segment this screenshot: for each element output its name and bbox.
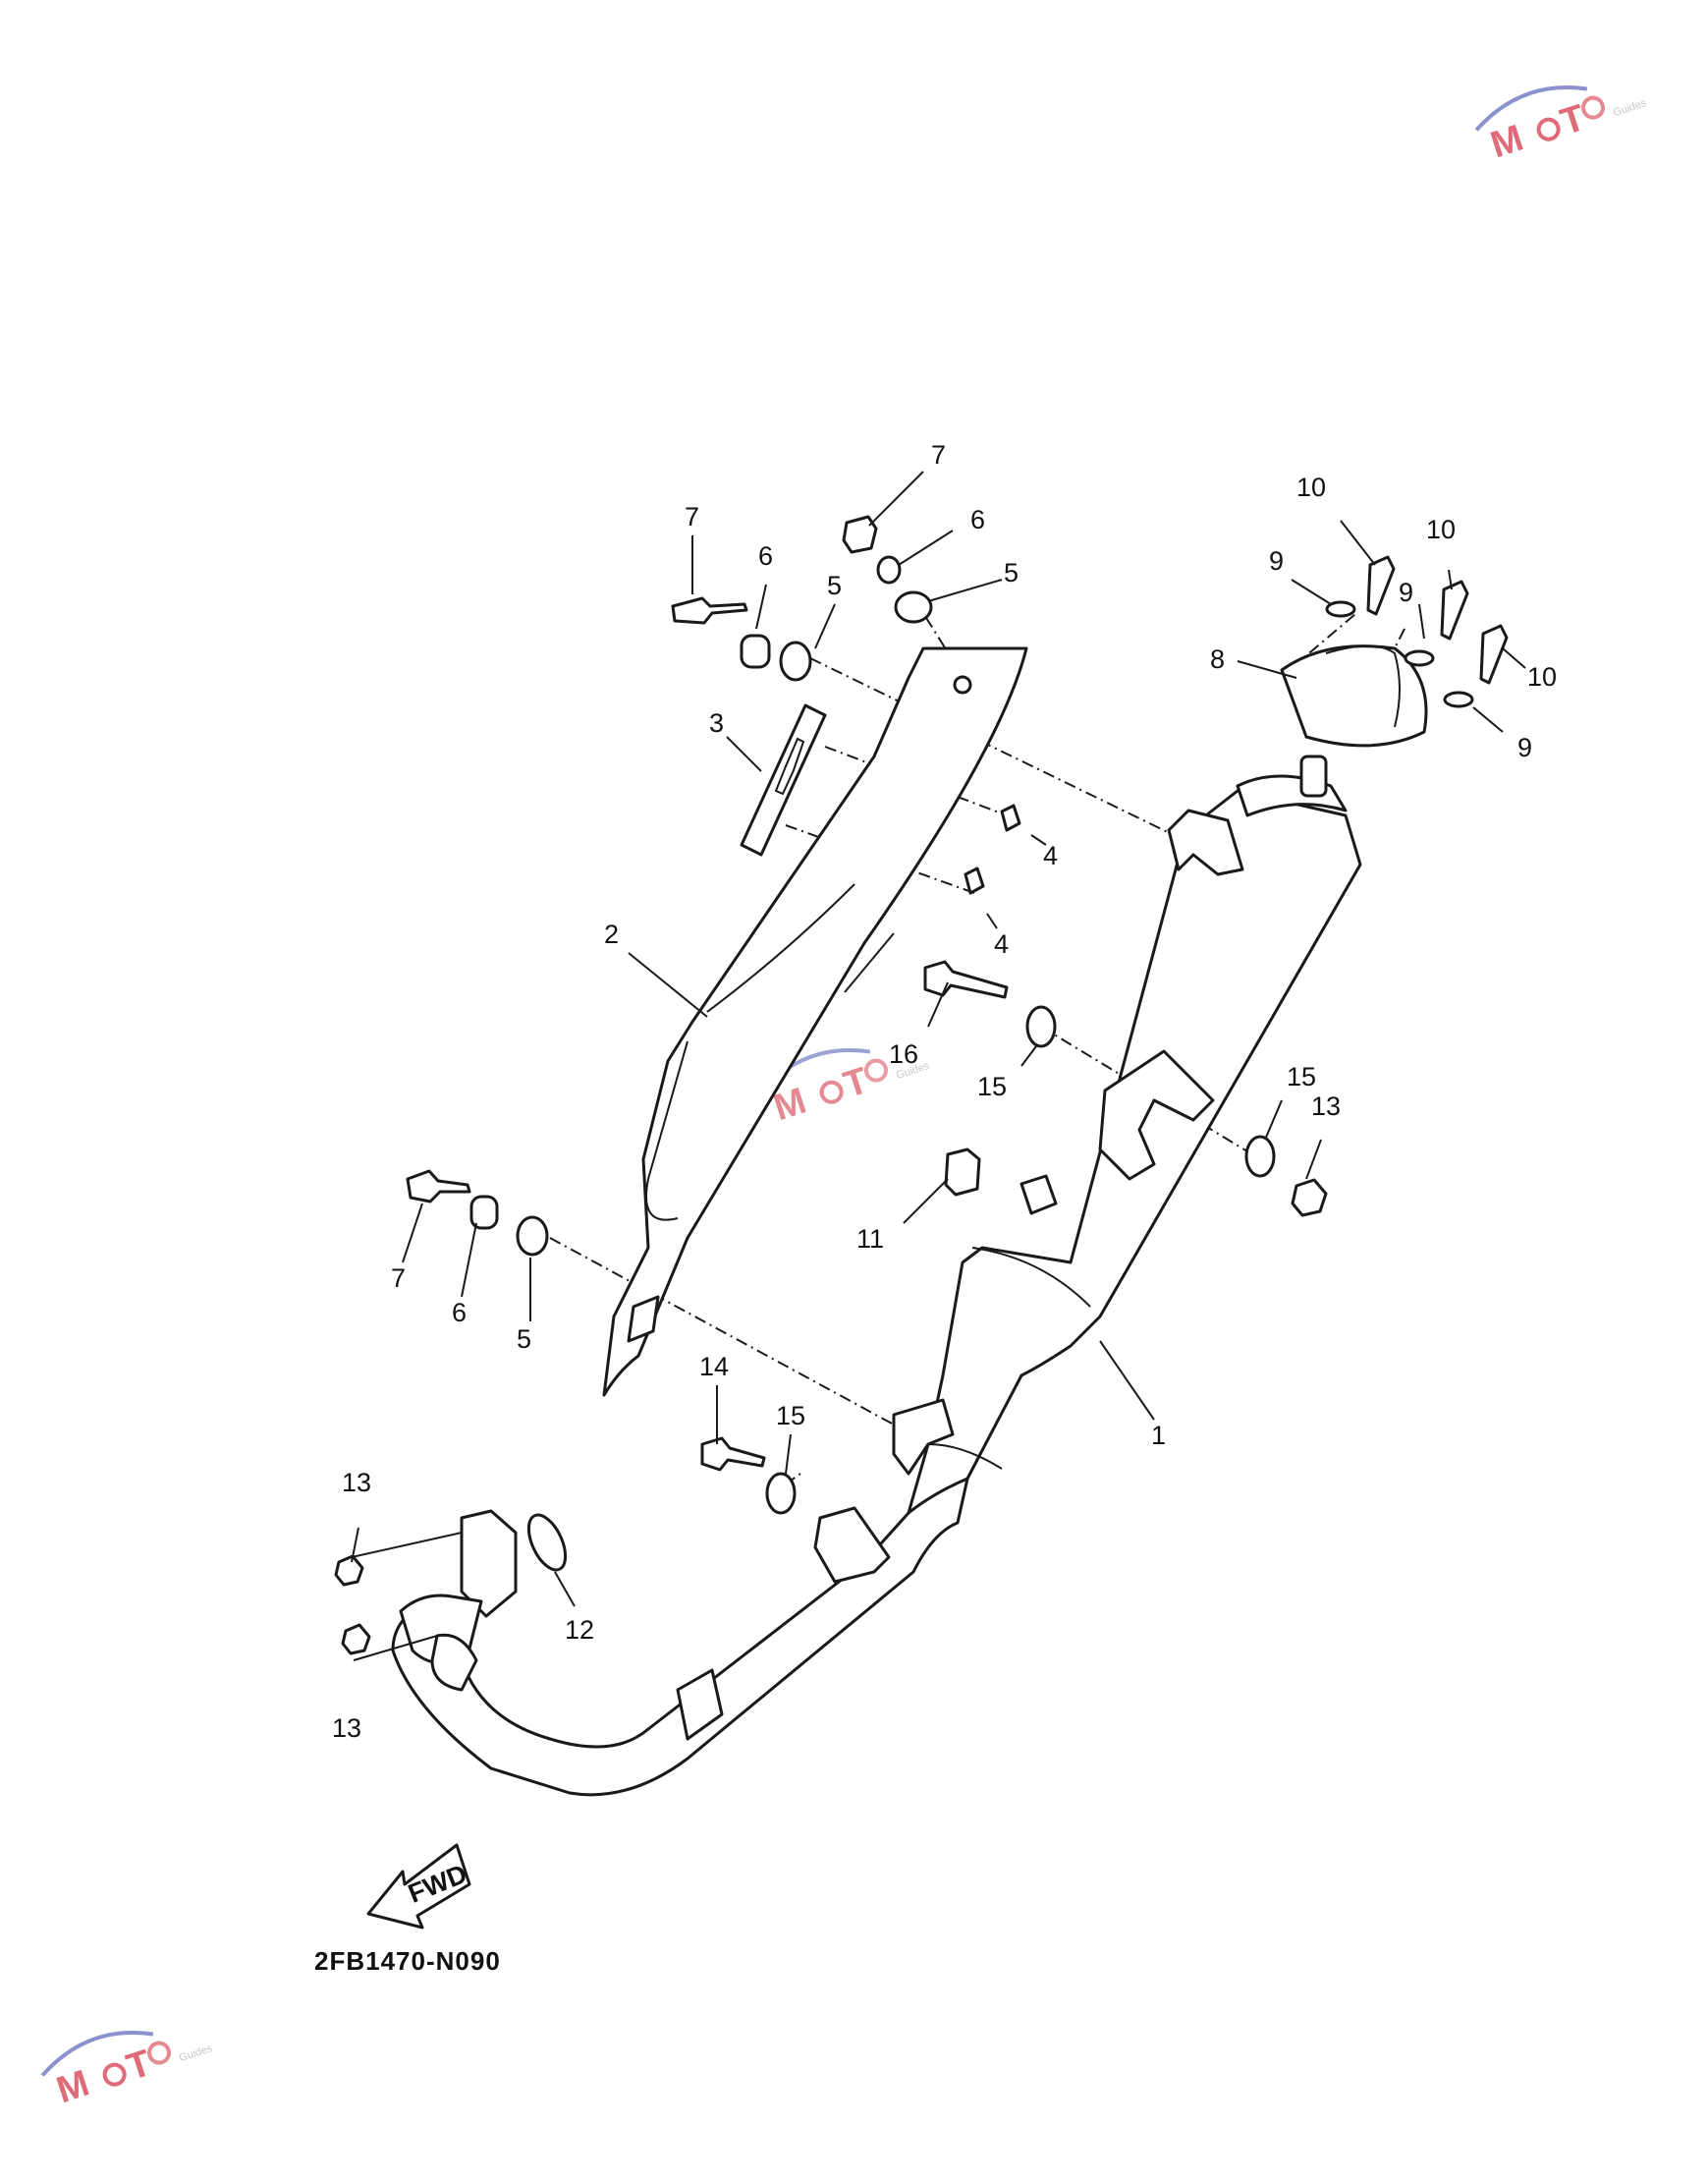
callout-6: 6 — [970, 505, 985, 534]
callout-13: 13 — [342, 1468, 371, 1497]
callout-5: 5 — [517, 1324, 531, 1354]
callout-11: 11 — [856, 1224, 884, 1254]
callout-16: 16 — [889, 1039, 918, 1069]
watermark-top-right: M T Guides — [1474, 84, 1648, 167]
svg-text:Guides: Guides — [1612, 97, 1648, 119]
callout-2: 2 — [604, 920, 619, 949]
callout-12: 12 — [565, 1615, 594, 1645]
part-1-muffler — [391, 755, 1362, 1797]
callout-6: 6 — [452, 1298, 467, 1327]
part-12-gasket — [526, 1513, 568, 1572]
callout-6: 6 — [758, 541, 773, 571]
callout-15: 15 — [776, 1401, 805, 1430]
callout-13: 13 — [332, 1713, 361, 1743]
callout-10: 10 — [1296, 473, 1326, 502]
callout-15: 15 — [1287, 1062, 1316, 1091]
callout-10: 10 — [1426, 515, 1456, 544]
part-grommets-bolts — [406, 515, 933, 1257]
part-14-bolt — [700, 1436, 766, 1472]
part-9-10-screws — [1325, 555, 1509, 708]
part-2-heat-shield — [602, 646, 1028, 1397]
leader-lines — [351, 471, 1526, 1661]
callout-3: 3 — [709, 708, 724, 738]
callout-labels: 1 2 3 4 4 5 5 5 6 6 6 7 7 7 8 9 9 9 10 1… — [332, 440, 1557, 1743]
callout-7: 7 — [391, 1263, 406, 1293]
callout-7: 7 — [931, 440, 946, 470]
callout-14: 14 — [699, 1352, 729, 1381]
callout-10: 10 — [1527, 662, 1557, 692]
callout-9: 9 — [1517, 733, 1532, 762]
part-15-washers — [765, 1005, 1276, 1515]
callout-5: 5 — [1004, 558, 1019, 587]
part-4-nut — [964, 804, 1021, 895]
callout-9: 9 — [1269, 546, 1284, 576]
part-3-plate — [740, 703, 827, 857]
part-16-bolt — [923, 960, 1009, 999]
callout-7: 7 — [685, 502, 699, 532]
callout-13: 13 — [1311, 1091, 1341, 1121]
watermark-middle: M T Guides — [757, 1047, 931, 1129]
svg-text:M: M — [52, 2063, 94, 2112]
fwd-arrow-icon: FWD — [366, 1843, 471, 1930]
callout-9: 9 — [1399, 578, 1413, 607]
callout-8: 8 — [1210, 644, 1225, 674]
callout-5: 5 — [827, 571, 842, 600]
part-11-damper — [944, 1147, 1058, 1215]
svg-text:Guides: Guides — [178, 2042, 214, 2064]
callout-4: 4 — [1043, 841, 1058, 870]
part-8-end-cover — [1280, 644, 1428, 748]
callout-15: 15 — [977, 1072, 1007, 1101]
watermark-bottom-left: M T Guides — [40, 2030, 214, 2112]
callout-1: 1 — [1151, 1421, 1166, 1450]
diagram-code: 2FB1470-N090 — [314, 1946, 501, 1976]
part-13-nuts — [334, 1178, 1328, 1655]
svg-text:M: M — [1486, 118, 1528, 167]
callout-4: 4 — [994, 929, 1009, 959]
